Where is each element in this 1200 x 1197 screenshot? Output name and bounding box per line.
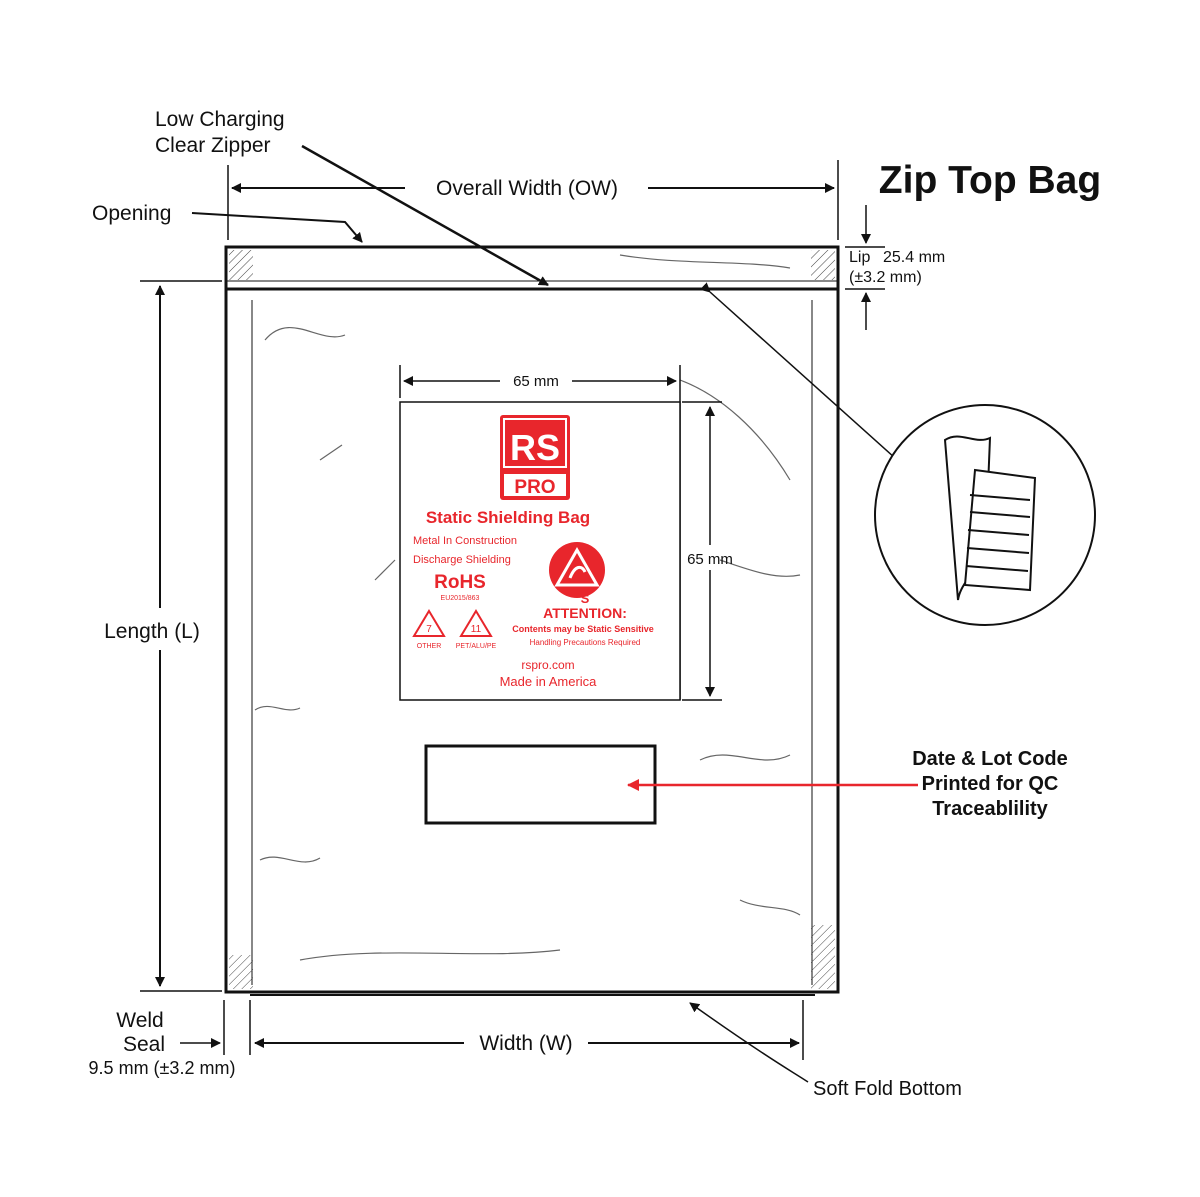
esd-letter: S — [581, 591, 590, 606]
label-line-1: Metal In Construction — [413, 535, 517, 547]
recycle-icon-other — [412, 609, 446, 637]
overall-width-label: Overall Width (OW) — [436, 177, 618, 200]
rs-logo-text: RS — [510, 427, 560, 468]
soft-fold-arrow — [689, 1002, 809, 1083]
recycle-2-number: 11 — [471, 624, 482, 635]
attention-heading: ATTENTION: — [543, 605, 627, 621]
attention-line-2: Handling Precautions Required — [530, 638, 641, 647]
opening-arrow — [191, 212, 363, 243]
soft-fold-label: Soft Fold Bottom — [813, 1078, 962, 1100]
label-height-dimension — [682, 401, 722, 701]
lip-dimension — [845, 205, 885, 330]
length-label: Length (L) — [104, 620, 200, 643]
rs-pro-logo — [500, 415, 570, 500]
label-heading: Static Shielding Bag — [426, 508, 590, 527]
recycle-1-number: 7 — [426, 624, 432, 635]
weld-label-line1: Weld — [116, 1009, 163, 1032]
weld-label-line2: Seal — [123, 1033, 165, 1056]
label-width-value: 65 mm — [513, 373, 559, 390]
label-height-value: 65 mm — [687, 551, 733, 568]
zipper-label-line1: Low Charging — [155, 108, 285, 131]
weld-seal-dimension — [180, 1000, 251, 1055]
date-lot-line1: Date & Lot Code — [912, 748, 1068, 770]
width-label: Width (W) — [479, 1032, 572, 1055]
rohs-subtext: EU2015/863 — [441, 595, 480, 602]
lip-value: 25.4 mm — [883, 249, 945, 266]
recycle-2-text: PET/ALU/PE — [456, 643, 497, 650]
bag-outline — [224, 245, 840, 996]
date-lot-code-box — [424, 744, 657, 825]
zipper-label-line2: Clear Zipper — [155, 134, 271, 157]
recycle-1-text: OTHER — [417, 643, 442, 650]
opening-label: Opening — [92, 202, 171, 225]
overall-width-dimension — [227, 160, 839, 240]
length-dimension — [140, 280, 222, 992]
bag-wrinkles — [254, 254, 801, 961]
zipper-arrow — [301, 144, 549, 287]
diagram-title: Zip Top Bag — [879, 159, 1101, 202]
date-lot-line3: Traceablility — [932, 798, 1048, 820]
lip-tolerance: (±3.2 mm) — [849, 269, 922, 286]
attention-line-1: Contents may be Static Sensitive — [512, 624, 654, 634]
label-website: rspro.com — [521, 658, 574, 672]
date-lot-line2: Printed for QC — [922, 773, 1059, 795]
label-line-2: Discharge Shielding — [413, 554, 511, 566]
weld-value: 9.5 mm (±3.2 mm) — [89, 1058, 236, 1078]
recycle-icon-pet-alu-pe — [459, 609, 493, 637]
zipper-detail-inset — [699, 282, 1096, 626]
product-label: RS PRO Static Shielding Bag Metal In Con… — [399, 401, 681, 701]
rohs-mark: RoHS — [434, 572, 486, 593]
lip-label: Lip — [849, 249, 870, 266]
esd-warning-icon — [549, 542, 605, 598]
weld-seal-hatches — [229, 250, 835, 989]
label-made-in: Made in America — [500, 674, 598, 689]
pro-logo-text: PRO — [514, 477, 555, 498]
width-dimension — [254, 1000, 804, 1060]
